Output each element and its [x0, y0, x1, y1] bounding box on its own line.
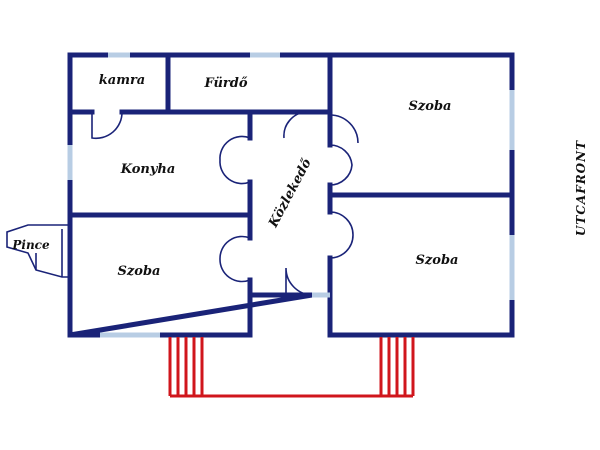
interior-walls: [67, 52, 515, 338]
windows: [67, 52, 515, 338]
street-front-label: UTCAFRONT: [574, 140, 588, 236]
pince-entrance: [6, 224, 70, 278]
room-label-pince: Pince: [11, 238, 50, 252]
front-stairs: [168, 337, 415, 398]
room-label-kamra: kamra: [99, 73, 145, 88]
room-label-szoba-bottom-right: Szoba: [416, 253, 459, 268]
room-label-kozlekedo: Közlekedő: [266, 156, 315, 231]
doors: [91, 111, 359, 296]
room-label-konyha: Konyha: [120, 162, 176, 177]
room-label-furdo: Fürdő: [203, 76, 247, 91]
room-label-szoba-top-right: Szoba: [409, 99, 452, 114]
room-label-szoba-left: Szoba: [118, 264, 161, 279]
